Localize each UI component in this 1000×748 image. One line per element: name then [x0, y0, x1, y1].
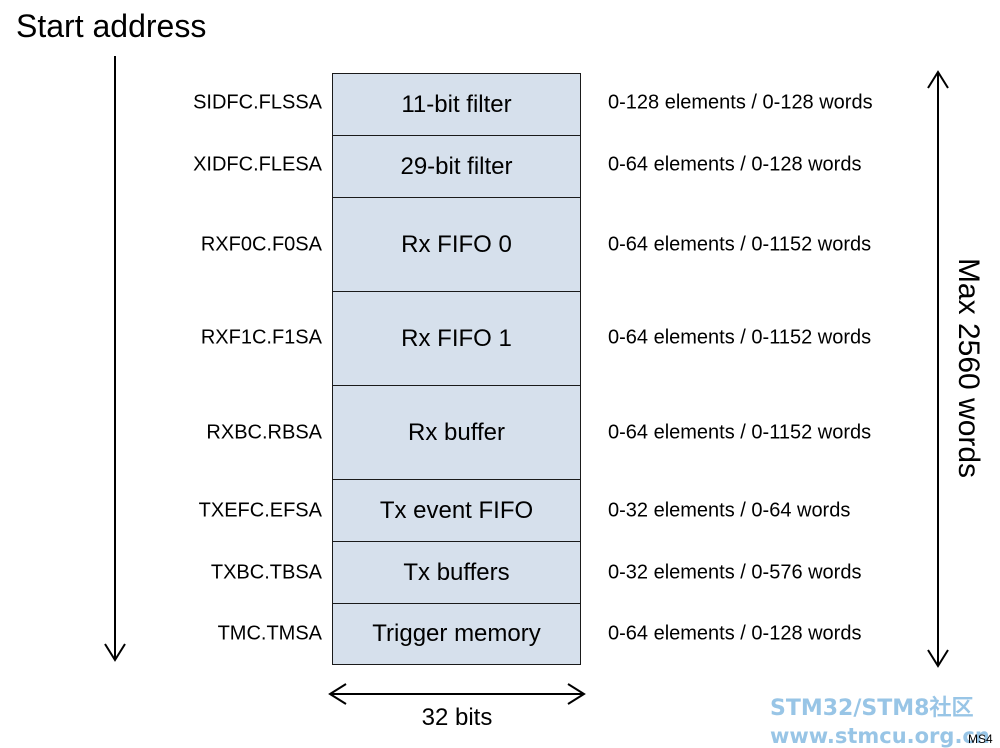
register-label: TMC.TMSA	[217, 622, 322, 645]
block-label: Tx event FIFO	[379, 496, 534, 524]
max-size-arrowhead-top	[927, 70, 949, 89]
block-label: Trigger memory	[372, 619, 541, 647]
memory-block-trigger-memory: Trigger memory	[332, 602, 581, 665]
register-label: TXBC.TBSA	[210, 561, 322, 584]
memory-block-11bit-filter: 11-bit filter	[332, 73, 581, 136]
register-label: RXBC.RBSA	[206, 421, 322, 444]
register-label: RXF0C.F0SA	[200, 233, 322, 256]
size-label: 0-64 elements / 0-1152 words	[608, 421, 872, 444]
watermark: STM32/STM8社区 www.stmcu.org.cn	[770, 690, 990, 748]
address-arrowhead	[104, 643, 126, 662]
memory-block-29bit-filter: 29-bit filter	[332, 134, 581, 199]
width-arrowhead-right	[567, 683, 586, 705]
width-label: 32 bits	[421, 704, 493, 731]
size-label: 0-32 elements / 0-64 words	[608, 499, 851, 522]
block-label: Tx buffers	[403, 558, 510, 586]
start-address-label: Start address	[16, 8, 207, 44]
size-label: 0-64 elements / 0-1152 words	[608, 326, 872, 349]
memory-block-rx-fifo-1: Rx FIFO 1	[332, 290, 581, 387]
memory-block-tx-event-fifo: Tx event FIFO	[332, 478, 581, 543]
block-label: Rx FIFO 0	[401, 230, 512, 258]
memory-block-rx-fifo-0: Rx FIFO 0	[332, 197, 581, 292]
block-label: 11-bit filter	[401, 90, 512, 118]
size-label: 0-64 elements / 0-128 words	[608, 153, 862, 176]
block-label: Rx FIFO 1	[401, 324, 512, 352]
size-label: 0-128 elements / 0-128 words	[608, 91, 873, 114]
size-label: 0-64 elements / 0-128 words	[608, 622, 862, 645]
register-label: TXEFC.EFSA	[198, 499, 322, 522]
block-label: 29-bit filter	[400, 152, 513, 180]
figure-code: MS4	[968, 732, 993, 746]
watermark-line2: www.stmcu.org.cn	[770, 724, 990, 748]
register-label: XIDFC.FLESA	[193, 153, 322, 176]
size-label: 0-64 elements / 0-1152 words	[608, 233, 872, 256]
memory-block-rx-buffer: Rx buffer	[332, 385, 581, 480]
memory-block-tx-buffers: Tx buffers	[332, 541, 581, 604]
register-label: RXF1C.F1SA	[200, 326, 322, 349]
size-label: 0-32 elements / 0-576 words	[608, 561, 862, 584]
watermark-line1: STM32/STM8社区	[770, 696, 974, 721]
width-arrowhead-left	[328, 683, 347, 705]
register-label: SIDFC.FLSSA	[193, 91, 322, 114]
max-size-label: Max 2560 words	[952, 257, 985, 479]
block-label: Rx buffer	[408, 418, 505, 446]
max-size-arrowhead-bottom	[927, 649, 949, 668]
